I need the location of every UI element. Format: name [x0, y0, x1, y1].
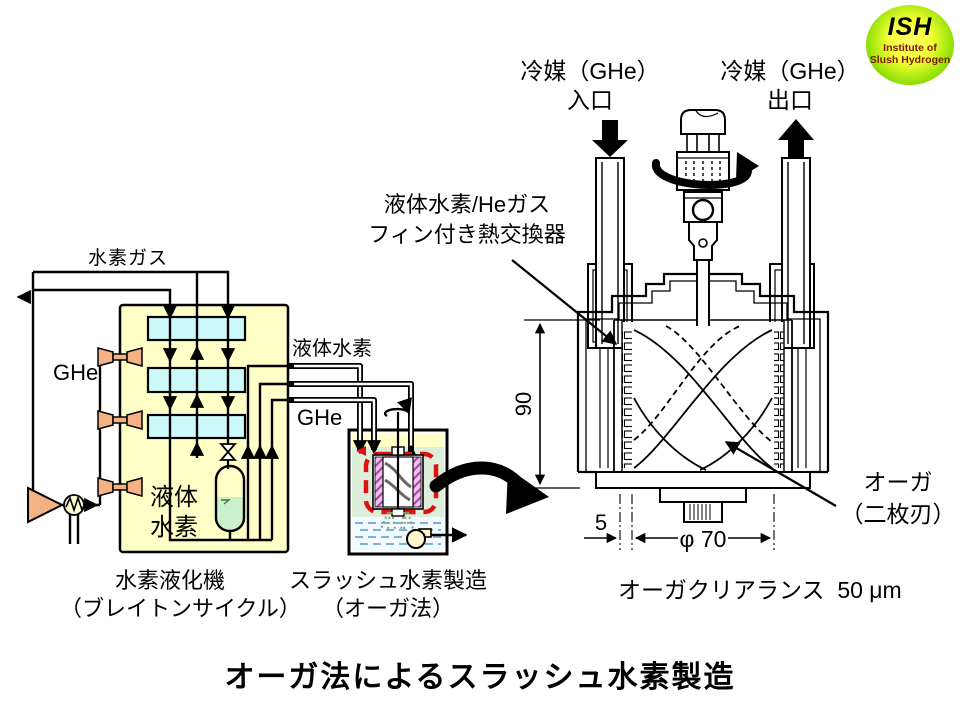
lh2-pipe-label: 液体水素 — [292, 337, 372, 360]
outlet-arrow — [778, 119, 814, 157]
auger-cavity — [622, 322, 784, 474]
logo-abbr: ISH — [887, 13, 933, 41]
auger-blades — [633, 325, 773, 471]
coolant-outlet-label: 冷媒（GHe） 出口 — [720, 57, 860, 115]
heat-exchanger-label: 液体水素/Heガス フィン付き熱交換器 — [348, 190, 586, 249]
lh2-vessel — [214, 464, 246, 533]
caption-liquefier-line2: （ブレイトンサイクル） — [60, 595, 301, 621]
coolant-inlet-line2: 入口 — [567, 86, 613, 113]
coolant-inlet-label: 冷媒（GHe） 入口 — [520, 57, 660, 115]
logo-org-line1: Institute of — [883, 42, 937, 54]
caption-liquefier: 水素液化機 （ブレイトンサイクル） — [60, 567, 301, 622]
liquid-level-mark — [221, 499, 231, 505]
ghe-middle-label: GHe — [297, 405, 342, 430]
caption-slush-line1: スラッシュ水素製造 — [288, 568, 487, 593]
coolant-pipes — [587, 157, 815, 349]
rotation-arrow-head — [736, 152, 759, 180]
zoom-arrow — [429, 461, 549, 514]
auger-heater-left — [374, 456, 384, 508]
expander-3 — [97, 477, 143, 497]
auger-cross-section: 90 5 φ 70 — [511, 109, 837, 552]
auger-heater-right — [412, 456, 422, 508]
drive-assembly — [652, 109, 759, 326]
vessel-label-line2: 水素 — [150, 514, 198, 541]
compressor — [27, 486, 65, 524]
auger-label-line1: オーガ — [863, 469, 933, 495]
neck-hatch — [689, 504, 711, 520]
drive-cap — [680, 109, 726, 135]
dim-height-text: 90 — [511, 392, 536, 416]
inlet-arrow — [592, 120, 628, 157]
caption-clearance: オーガクリアランス 50 μm — [618, 577, 902, 603]
pump — [406, 529, 426, 549]
flow-arrows — [16, 289, 280, 513]
dim-bottom — [584, 494, 775, 550]
cooler-coil — [65, 495, 86, 513]
dim-gap-text: 5 — [595, 510, 607, 535]
slush-spray — [380, 511, 414, 531]
transfer-pipes — [289, 363, 419, 459]
ghe-left-label: GHe — [53, 360, 98, 385]
hx-pointer-arrow — [511, 259, 618, 345]
expander-1 — [97, 347, 143, 367]
rotation-arrow-large — [652, 159, 752, 189]
dim-height: 90 — [511, 319, 600, 489]
fins-right — [774, 328, 784, 468]
bottom-flange — [595, 471, 811, 523]
ish-logo: ISH Institute of Slush Hydrogen — [866, 5, 954, 85]
vessel-label-line1: 液体 — [150, 484, 198, 511]
tank-internals — [356, 397, 468, 549]
caption-slush: スラッシュ水素製造 （オーガ法） — [288, 567, 488, 622]
logo-org-line2: Slush Hydrogen — [869, 54, 951, 67]
auger-label: オーガ （二枚刃） — [838, 466, 958, 530]
auger-bottom-bearing — [391, 508, 405, 517]
circulation-arrow — [356, 446, 366, 456]
fins-left — [622, 328, 632, 468]
coolant-outlet-line2: 出口 — [767, 86, 813, 113]
caption-liquefier-line1: 水素液化機 — [114, 568, 225, 593]
expander-turbines — [97, 347, 143, 497]
caption-slush-line2: （オーガ法） — [321, 595, 454, 621]
expander-2 — [97, 410, 143, 430]
hx-label-line1: 液体水素/Heガス — [383, 192, 551, 217]
auger-pointer-arrow — [724, 441, 837, 507]
dim-diameter-text: φ 70 — [680, 526, 727, 552]
liquefier-diagram: 水素ガス GHe 液体 水素 — [16, 247, 290, 554]
hydrogen-gas-label: 水素ガス — [88, 247, 168, 269]
auger-label-line2: （二枚刃） — [840, 501, 956, 528]
rotation-arrow-small — [383, 397, 412, 418]
hx-label-line2: フィン付き熱交換器 — [368, 221, 566, 247]
page-title: オーガ法によるスラッシュ水素製造 — [224, 661, 736, 694]
coolant-outlet-line1: 冷媒（GHe） — [720, 58, 860, 84]
coolant-inlet-line1: 冷媒（GHe） — [520, 58, 660, 84]
